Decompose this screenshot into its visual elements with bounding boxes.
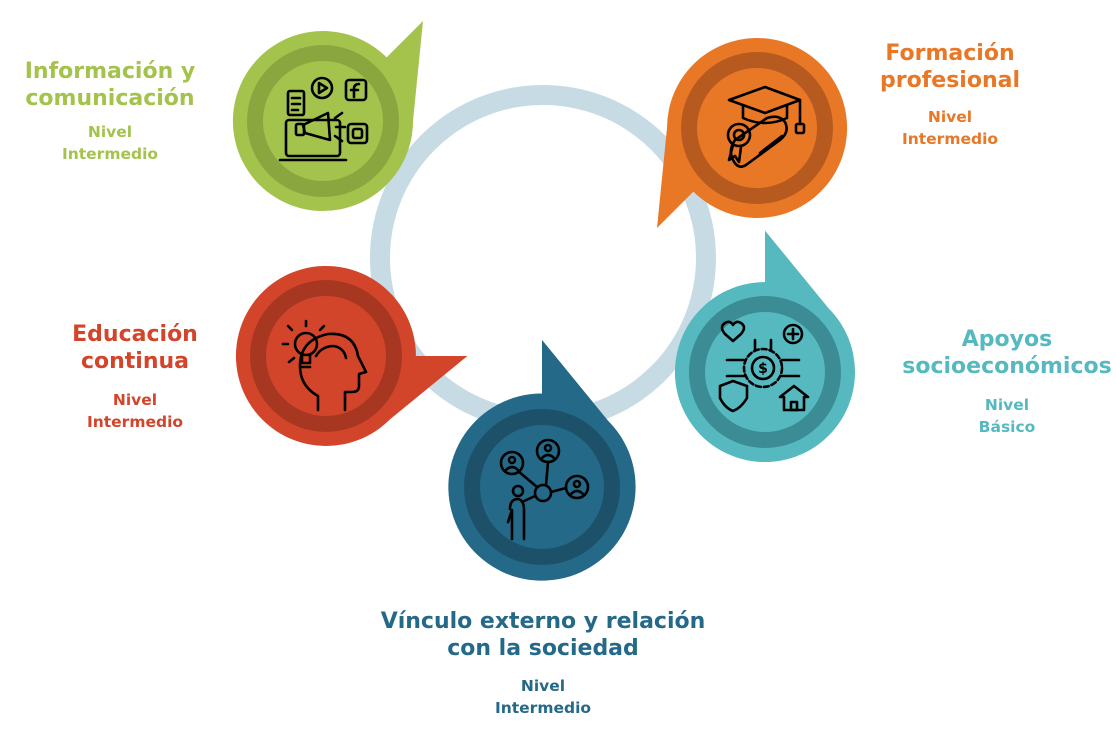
apoyos-title-line-2: socioeconómicos [902,353,1112,379]
graduation-cap-diploma-icon [726,85,806,168]
vinculo-level-line-2: Intermedio [494,698,592,717]
educacion-label: Educación continua Nivel Intermedio [60,322,210,433]
info-level-line-1: Nivel [87,122,133,141]
info-title-line-1: Información y [24,59,196,84]
apoyos-label: Apoyos socioeconómicos Nivel Básico [902,327,1112,438]
megaphone-social-media-icon [278,76,369,162]
svg-text:$: $ [758,361,768,377]
apoyos-title-line-1: Apoyos [961,327,1053,352]
formacion-level-line-2: Intermedio [901,129,999,148]
vinculo-title-line-1: Vínculo externo y relación [380,609,706,634]
educacion-level-line-1: Nivel [112,390,158,409]
apoyos-level-line-1: Nivel [984,395,1030,414]
formacion-level-line-1: Nivel [927,107,973,126]
head-lightbulb-icon [281,319,368,412]
educacion-level-line-2: Intermedio [86,412,184,431]
formacion-title-line-1: Formación [885,41,1015,66]
info-label: Información y comunicación Nivel Interme… [10,59,210,165]
info-level-line-2: Intermedio [61,144,159,163]
vinculo-title-line-2: con la sociedad [447,635,639,661]
educacion-title-line-1: Educación [72,322,198,347]
formacion-title-line-2: profesional [879,67,1020,93]
network-people-icon [499,438,590,541]
vinculo-label: Vínculo externo y relación con la socied… [343,609,743,719]
educacion-title-line-2: continua [80,348,190,374]
apoyos-level-line-2: Básico [978,417,1036,436]
vinculo-level-line-1: Nivel [520,676,566,695]
formacion-label: Formación profesional Nivel Intermedio [860,41,1040,150]
info-title-line-2: comunicación [25,85,195,111]
socioeconomic-gear-icon: $ [718,320,810,413]
